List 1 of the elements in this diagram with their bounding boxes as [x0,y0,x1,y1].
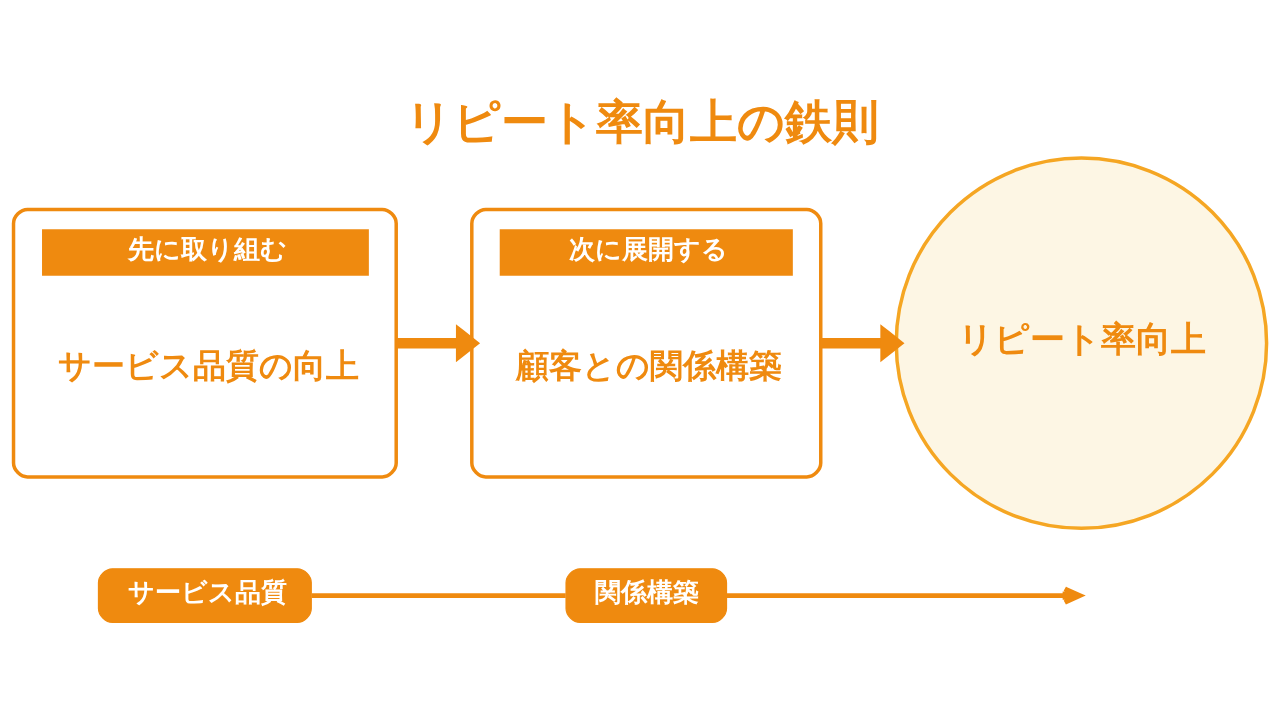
diagram-title: リピート率向上の鉄則 [405,95,880,150]
